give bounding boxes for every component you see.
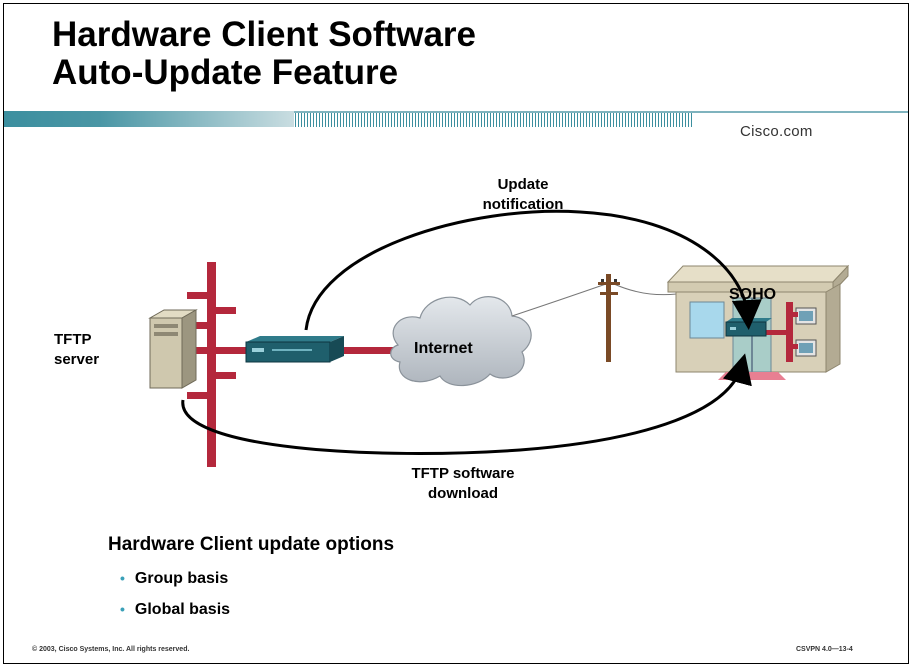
- internet-cloud-icon: [390, 296, 532, 387]
- vpn-concentrator-icon: [245, 336, 344, 363]
- tftp-label-line-2: server: [54, 351, 100, 368]
- internet-label: Internet: [414, 340, 473, 357]
- option-label: Group basis: [134, 570, 229, 587]
- slide-title: Hardware Client Software Auto-Update Fea…: [52, 16, 476, 92]
- soho-label: SOHO: [729, 286, 777, 303]
- update-label-line-1: Update: [497, 176, 549, 193]
- update-notification-label: Update notification: [458, 175, 588, 215]
- tftp-download-label: TFTP software download: [378, 464, 548, 504]
- download-label-line-1: TFTP software: [411, 465, 515, 482]
- hardware-client-icon: [725, 318, 772, 337]
- tftp-server-label: TFTP server: [54, 330, 99, 370]
- soho-building-icon: [666, 264, 850, 380]
- bullet-icon: •: [120, 601, 125, 617]
- option-item-group: • Group basis: [120, 570, 228, 588]
- update-notification-arrow: [304, 209, 762, 331]
- tftp-label-line-1: TFTP: [54, 331, 92, 348]
- bullet-icon: •: [120, 570, 125, 586]
- title-banner: [4, 111, 908, 127]
- options-heading: Hardware Client update options: [108, 534, 395, 555]
- cisco-brand: Cisco.com: [740, 123, 813, 140]
- title-line-2: Auto-Update Feature: [52, 53, 399, 92]
- telephone-pole-icon: [598, 274, 620, 362]
- ethernet-backbone: [187, 262, 246, 467]
- update-label-line-2: notification: [482, 196, 564, 213]
- course-code-footer: CSVPN 4.0—13-4: [796, 646, 853, 653]
- title-line-1: Hardware Client Software: [52, 15, 476, 54]
- tftp-download-arrow: [181, 353, 752, 455]
- option-label: Global basis: [134, 601, 231, 618]
- option-item-global: • Global basis: [120, 601, 230, 619]
- copyright-footer: © 2003, Cisco Systems, Inc. All rights r…: [32, 646, 190, 653]
- phone-wire-left: [511, 283, 607, 317]
- download-label-line-2: download: [428, 485, 498, 502]
- wan-link: [344, 347, 396, 354]
- tftp-server-icon: [148, 309, 198, 389]
